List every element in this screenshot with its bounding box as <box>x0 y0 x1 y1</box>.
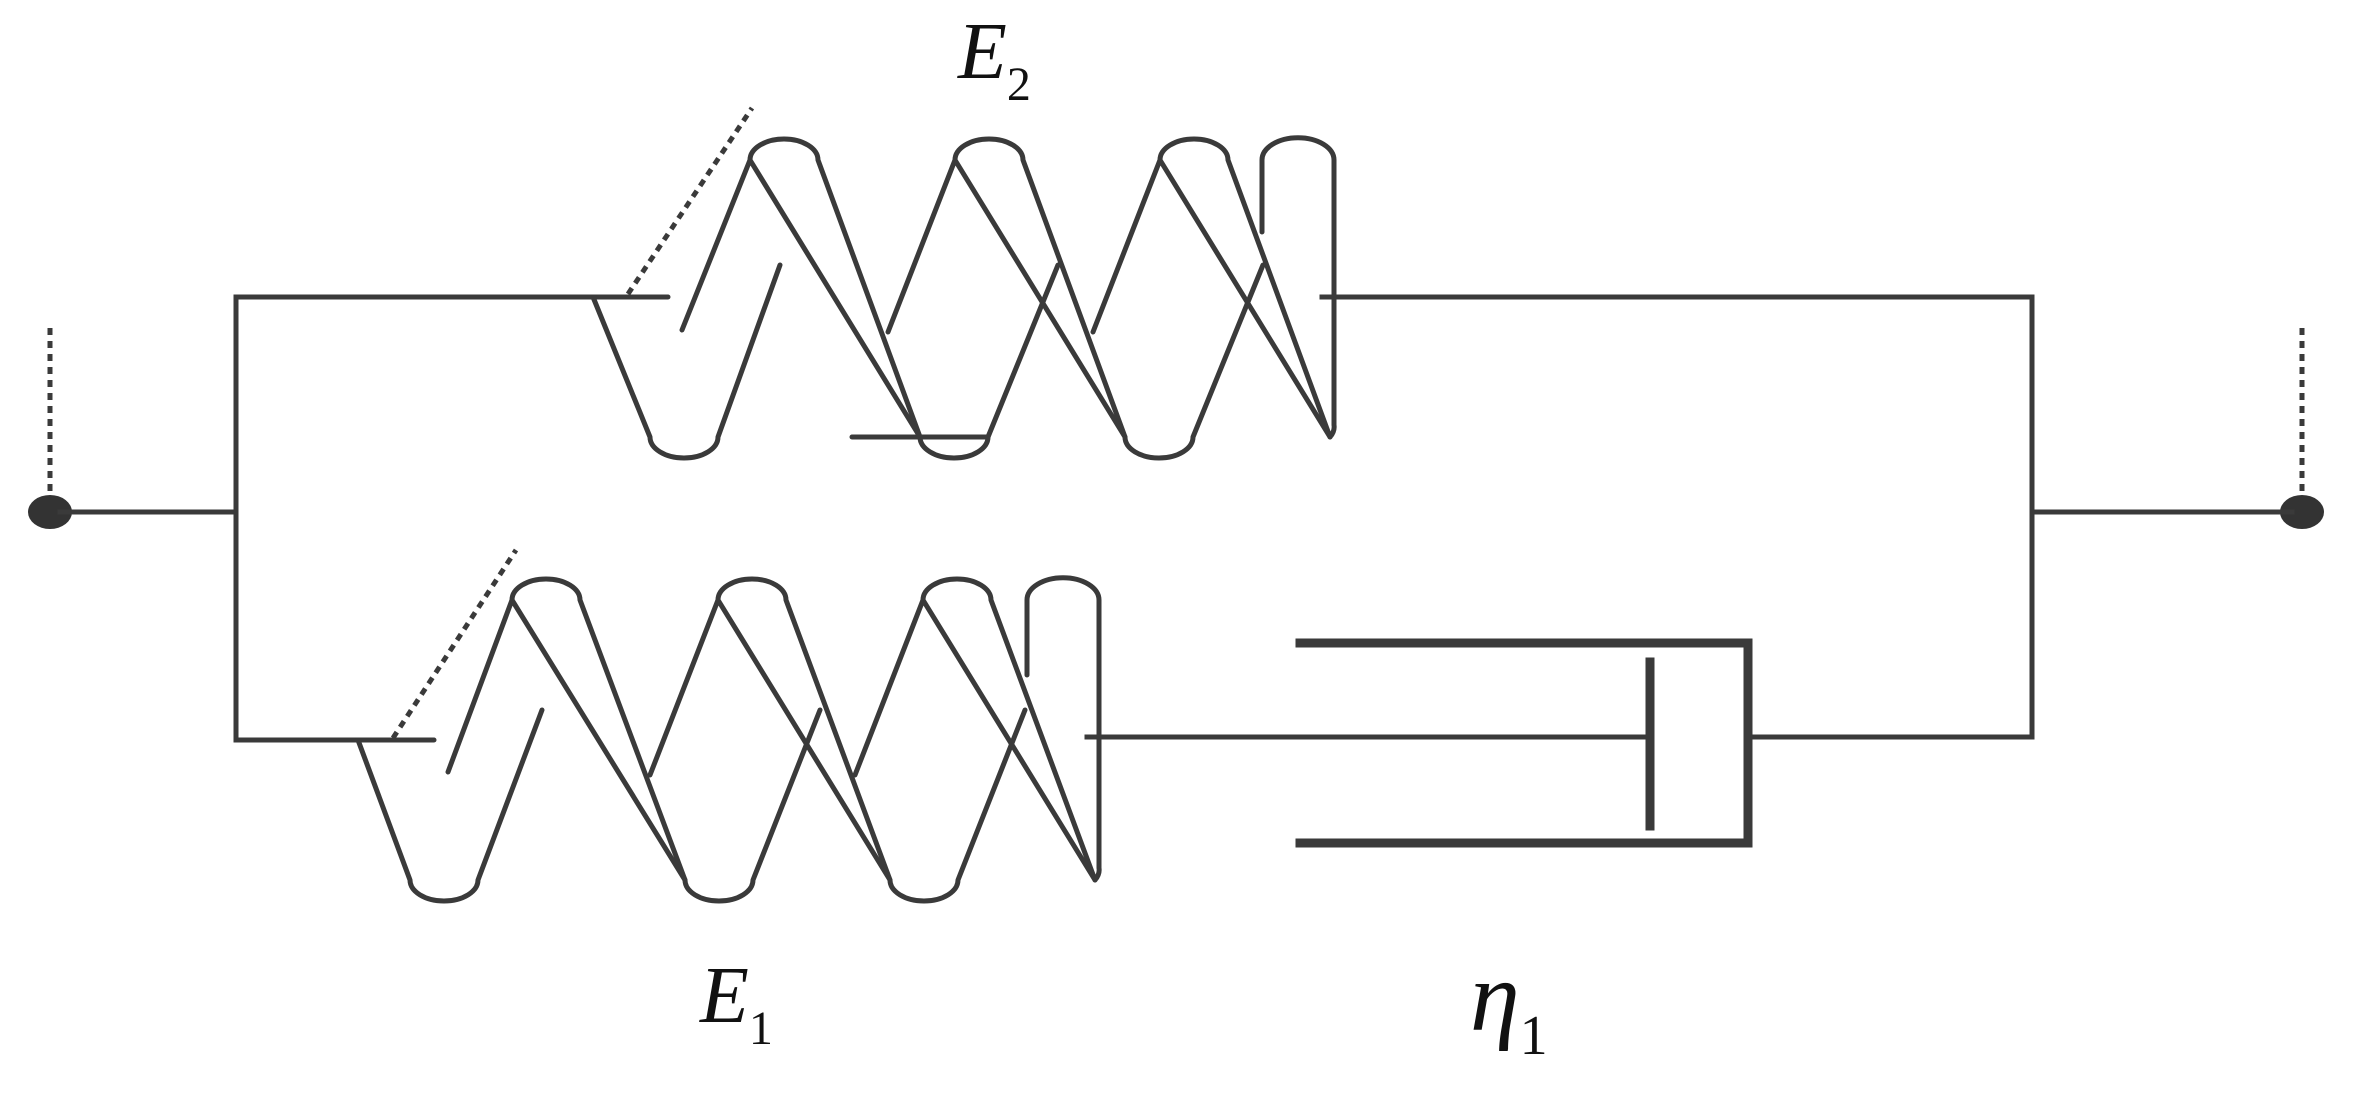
label-spring-top: E2 <box>957 8 1031 111</box>
spring-bottom <box>355 548 1102 904</box>
right-terminal <box>2029 328 2324 529</box>
spring-top <box>590 106 1337 461</box>
left-frame-wire <box>233 294 596 743</box>
label-spring-bottom: E1 <box>699 952 773 1055</box>
left-terminal <box>28 328 239 529</box>
right-frame-wire <box>1319 294 2035 740</box>
right-terminal-node <box>2280 495 2324 529</box>
dashpot <box>1084 638 1753 848</box>
dashpot-cylinder <box>1295 638 1753 848</box>
frame-wires <box>233 294 2035 743</box>
left-terminal-node <box>28 495 72 529</box>
label-dashpot: η1 <box>1470 941 1548 1067</box>
